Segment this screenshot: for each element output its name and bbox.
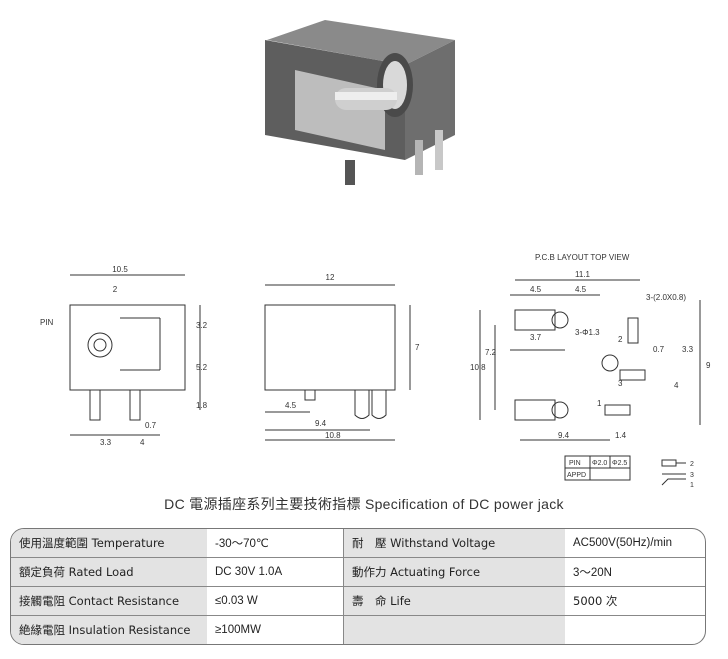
- dim-text: 10.8: [325, 431, 341, 440]
- dim-text: 4.5: [575, 285, 587, 294]
- spec-value: 3～20N: [565, 557, 705, 587]
- dim-text: 2: [113, 285, 118, 294]
- dim-text: 9: [706, 361, 711, 370]
- dim-text: 4.5: [530, 285, 542, 294]
- spec-table-container: 使用溫度範圍 Temperature -30～70℃ 耐 壓 Withstand…: [10, 528, 706, 645]
- spec-value: DC 30V 1.0A: [207, 557, 344, 587]
- legend-text: APPD: [567, 472, 586, 479]
- dim-text: 10.8: [470, 363, 486, 372]
- spec-label: 耐 壓 Withstand Voltage: [343, 529, 565, 558]
- dim-text: 0.7: [145, 421, 157, 430]
- dim-text: 3-(2.0X0.8): [646, 293, 686, 302]
- dim-text: 9.4: [558, 431, 570, 440]
- pin-symbol: [661, 459, 686, 486]
- technical-drawings: 10.5 2 PIN 3.2 5.2 1.8 0.7 3.3 4 12 7 4.…: [40, 253, 711, 489]
- spec-title: DC 電源插座系列主要技術指標 Specification of DC powe…: [164, 496, 564, 512]
- product-image: [265, 20, 455, 185]
- spec-label: 額定負荷 Rated Load: [11, 557, 207, 587]
- dim-text: 10.5: [112, 265, 128, 274]
- front-view: [69, 274, 201, 436]
- spec-value: [565, 616, 705, 645]
- spec-label: 使用溫度範圍 Temperature: [11, 529, 207, 558]
- dim-text: 1.4: [615, 431, 627, 440]
- pin-number: 3: [618, 379, 623, 388]
- legend-text: PIN: [569, 460, 581, 467]
- table-row: 接觸電阻 Contact Resistance ≤0.03 W 壽 命 Life…: [11, 586, 705, 616]
- spec-table: 使用溫度範圍 Temperature -30～70℃ 耐 壓 Withstand…: [11, 529, 705, 644]
- table-row: 額定負荷 Rated Load DC 30V 1.0A 動作力 Actuatin…: [11, 557, 705, 587]
- dim-text: 4: [674, 381, 679, 390]
- dim-text: 4.5: [285, 401, 297, 410]
- pin-number: 2: [618, 335, 623, 344]
- table-row: 使用溫度範圍 Temperature -30～70℃ 耐 壓 Withstand…: [11, 529, 705, 558]
- spec-value: -30～70℃: [207, 529, 344, 558]
- spec-label: 絶緣電阻 Insulation Resistance: [11, 615, 207, 644]
- pcb-layout: [479, 279, 701, 481]
- spec-label: [343, 615, 565, 644]
- pin-number: 3: [690, 472, 694, 479]
- dim-text: 7.2: [485, 348, 497, 357]
- legend-text: Φ2.0: [592, 460, 607, 467]
- dim-text: 0.7: [653, 345, 665, 354]
- dim-text: 9.4: [315, 419, 327, 428]
- pcb-heading: P.C.B LAYOUT TOP VIEW: [535, 253, 630, 262]
- dim-text: 12: [326, 273, 335, 282]
- spec-label: 接觸電阻 Contact Resistance: [11, 586, 207, 616]
- pin-number: 1: [690, 482, 694, 489]
- dim-text: 3.2: [196, 321, 208, 330]
- dim-text: 4: [140, 438, 145, 447]
- spec-label: 壽 命 Life: [343, 586, 565, 616]
- pin-number: 1: [597, 399, 602, 408]
- spec-value: AC500V(50Hz)/min: [565, 529, 705, 558]
- side-view: [264, 284, 411, 441]
- legend-text: Φ2.5: [612, 460, 627, 467]
- dim-text: 7: [415, 343, 420, 352]
- spec-label: 動作力 Actuating Force: [343, 557, 565, 587]
- dim-text: 11.1: [575, 270, 591, 279]
- spec-value: ≤0.03 W: [207, 586, 344, 616]
- dim-text: 3-Φ1.3: [575, 328, 600, 337]
- pin-label: PIN: [40, 318, 54, 327]
- dim-text: 3.3: [100, 438, 112, 447]
- dim-text: 1.8: [196, 401, 208, 410]
- dim-text: 3.3: [682, 345, 694, 354]
- dim-text: 3.7: [530, 333, 542, 342]
- spec-value: ≥100MW: [207, 615, 344, 644]
- pin-number: 2: [690, 461, 694, 468]
- dim-text: 5.2: [196, 363, 208, 372]
- table-row: 絶緣電阻 Insulation Resistance ≥100MW: [11, 615, 705, 645]
- spec-value: 5000 次: [565, 586, 705, 616]
